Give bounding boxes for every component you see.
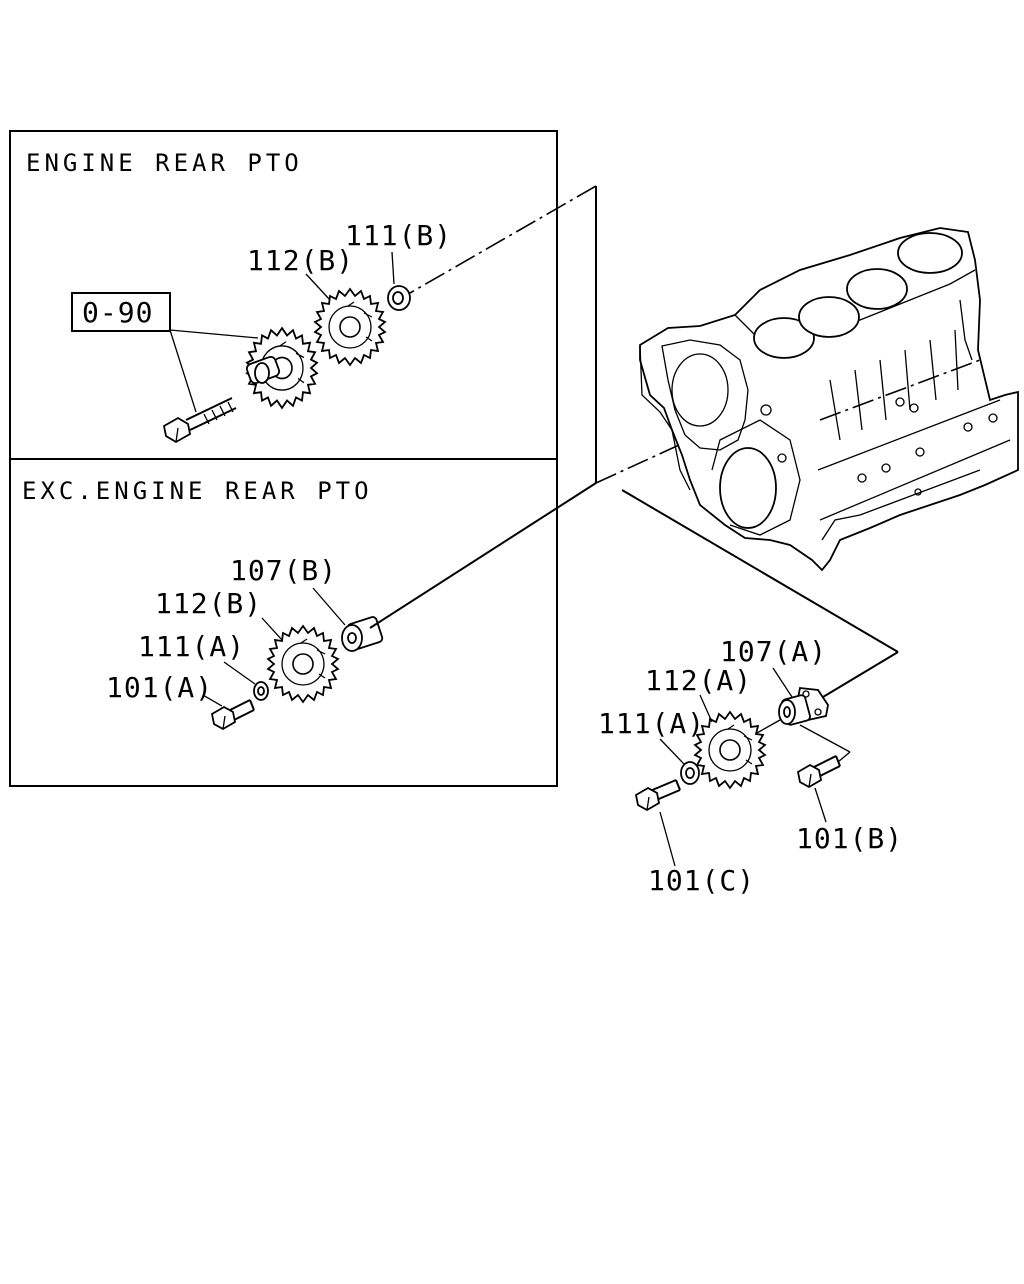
leader-line [756,719,781,734]
cylinder-bore-1 [753,317,815,359]
leader-line [659,738,685,765]
washer-111b [387,285,411,311]
bolt-101a [210,699,255,731]
leader-line [772,667,793,698]
gear-112b [314,288,386,366]
gear-112a [694,711,766,789]
washer-111a-main [680,761,700,785]
label-101b: 101(B) [796,822,903,855]
label-112b: 112(B) [247,244,354,277]
panel-exc-engine-rear-pto: EXC.ENGINE REAR PTO 107(B) 112(B) 111(A) [22,477,384,731]
cylinder-bore-2 [798,296,860,338]
label-111a-main: 111(A) [598,707,705,740]
leader-line [305,273,331,301]
panel-engine-rear-pto: ENGINE REAR PTO 0-90 112(B) [26,149,452,444]
engine-block-outline [639,227,1019,572]
label-112a: 112(A) [645,664,752,697]
leader-line [659,811,676,867]
leader-line [169,329,259,339]
cylinder-bore-3 [846,268,908,310]
label-101a: 101(A) [106,671,213,704]
engine-block [639,227,1019,572]
main-assembly: 107(A) 112(A) 111(A) 101(C) [598,635,903,897]
shaft-107a [778,687,829,726]
label-111a-exc: 111(A) [138,630,245,663]
leader-line [814,787,827,823]
leader-line [169,329,197,413]
leader-line [261,617,283,641]
leader-line [223,661,256,685]
leader-line [312,587,346,626]
panel-title-exc-engine-rear-pto: EXC.ENGINE REAR PTO [22,477,373,505]
label-107b: 107(B) [230,554,337,587]
washer-111a [253,681,269,701]
bolt-101c [634,779,681,812]
reference-box [71,292,171,332]
crank-bore [719,447,777,529]
leader-line [699,694,713,723]
leader-line [837,751,851,763]
bolt-101b [796,755,841,789]
shaft-107b [341,616,384,652]
label-111b: 111(B) [345,219,452,252]
leader-line [799,724,851,753]
leader-line [202,694,223,707]
cylinder-bore-4 [897,232,963,274]
bolt-icon [162,397,237,444]
gear-112b-exc [267,625,339,703]
panel-title-engine-rear-pto: ENGINE REAR PTO [26,149,303,177]
reference-box-label: 0-90 [82,296,153,329]
leader-line [391,251,395,285]
label-101c: 101(C) [648,864,755,897]
idler-gear-with-shaft [245,327,318,409]
label-112b-exc: 112(B) [155,587,262,620]
label-107a: 107(A) [720,635,827,668]
